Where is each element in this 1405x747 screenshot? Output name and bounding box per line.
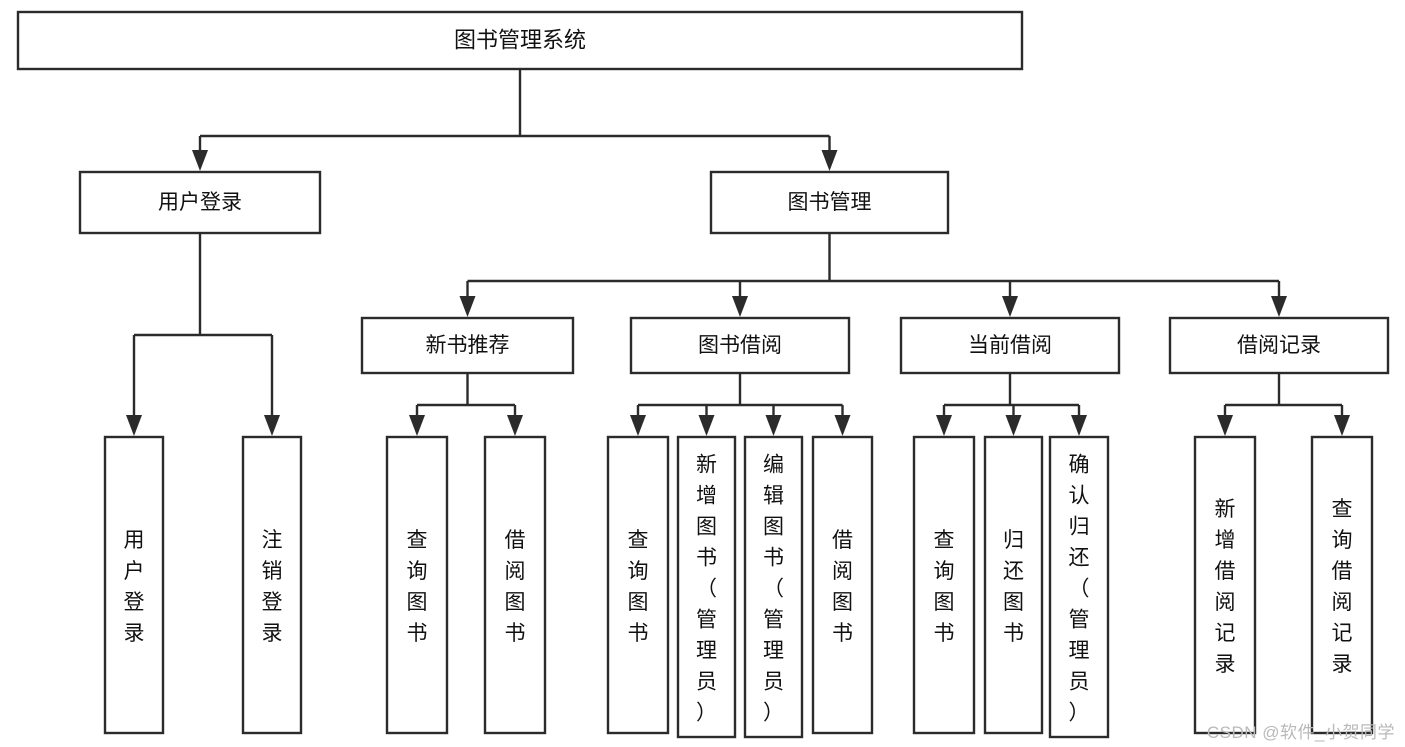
node-label-current-borrow: 当前借阅 xyxy=(968,334,1052,357)
node-box-book-borrow xyxy=(629,316,851,375)
node-box-leaf-add-record xyxy=(1193,435,1257,735)
node-box-leaf-query-book-2 xyxy=(606,435,670,735)
node-label-borrow-record: 借阅记录 xyxy=(1237,334,1321,357)
node-box-leaf-confirm-return xyxy=(1048,435,1110,739)
node-box-leaf-add-book xyxy=(676,435,737,739)
node-label-leaf-user-logout: 注销登录 xyxy=(262,529,283,645)
node-box-leaf-query-book-1 xyxy=(385,435,449,735)
node-new-book-recommend: 新书推荐 xyxy=(360,316,575,375)
node-label-leaf-add-record: 新增借阅记录 xyxy=(1215,498,1236,676)
node-layer: 图书管理系统用户登录图书管理新书推荐图书借阅当前借阅借阅记录用户登录注销登录查询… xyxy=(16,10,1390,739)
node-label-root: 图书管理系统 xyxy=(454,27,586,52)
node-leaf-add-book: 新增图书（管理员） xyxy=(676,435,737,739)
node-label-leaf-borrow-book-1: 借阅图书 xyxy=(505,529,526,645)
node-box-leaf-edit-book xyxy=(743,435,804,739)
node-box-current-borrow xyxy=(899,316,1121,375)
node-label-leaf-query-record: 查询借阅记录 xyxy=(1332,498,1353,676)
node-leaf-user-logout: 注销登录 xyxy=(241,435,303,735)
node-borrow-record: 借阅记录 xyxy=(1168,316,1390,375)
node-label-leaf-borrow-book-2: 借阅图书 xyxy=(832,529,853,645)
node-leaf-borrow-book-2: 借阅图书 xyxy=(811,435,874,735)
node-box-user-login xyxy=(78,170,322,235)
node-leaf-return-book: 归还图书 xyxy=(983,435,1044,735)
node-leaf-confirm-return: 确认归还（管理员） xyxy=(1048,435,1110,739)
node-box-leaf-borrow-book-1 xyxy=(483,435,547,735)
node-leaf-user-login: 用户登录 xyxy=(103,435,165,735)
node-label-leaf-query-book-2: 查询图书 xyxy=(628,529,649,645)
watermark: CSDN @软件_小贺同学 xyxy=(1206,723,1395,742)
node-label-leaf-query-book-3: 查询图书 xyxy=(934,529,955,645)
node-box-leaf-query-record xyxy=(1310,435,1374,735)
node-box-new-book-recommend xyxy=(360,316,575,375)
node-book-management: 图书管理 xyxy=(709,170,950,235)
node-box-leaf-user-logout xyxy=(241,435,303,735)
node-label-leaf-return-book: 归还图书 xyxy=(1003,529,1024,645)
node-book-borrow: 图书借阅 xyxy=(629,316,851,375)
node-label-book-management: 图书管理 xyxy=(788,191,872,214)
node-label-leaf-query-book-1: 查询图书 xyxy=(407,529,428,645)
node-root: 图书管理系统 xyxy=(16,10,1024,71)
node-label-new-book-recommend: 新书推荐 xyxy=(426,334,510,357)
node-leaf-query-record: 查询借阅记录 xyxy=(1310,435,1374,735)
node-box-root xyxy=(16,10,1024,71)
node-user-login: 用户登录 xyxy=(78,170,322,235)
node-leaf-query-book-3: 查询图书 xyxy=(912,435,976,735)
node-box-leaf-query-book-3 xyxy=(912,435,976,735)
node-current-borrow: 当前借阅 xyxy=(899,316,1121,375)
node-box-book-management xyxy=(709,170,950,235)
node-box-leaf-borrow-book-2 xyxy=(811,435,874,735)
node-label-leaf-add-book: 新增图书（管理员） xyxy=(696,454,717,725)
node-label-leaf-edit-book: 编辑图书（管理员） xyxy=(763,454,784,725)
node-label-user-login: 用户登录 xyxy=(158,191,242,214)
node-leaf-edit-book: 编辑图书（管理员） xyxy=(743,435,804,739)
node-box-leaf-return-book xyxy=(983,435,1044,735)
node-box-leaf-user-login xyxy=(103,435,165,735)
node-box-borrow-record xyxy=(1168,316,1390,375)
node-leaf-add-record: 新增借阅记录 xyxy=(1193,435,1257,735)
node-label-book-borrow: 图书借阅 xyxy=(698,334,782,357)
node-label-leaf-user-login: 用户登录 xyxy=(124,529,145,645)
node-leaf-borrow-book-1: 借阅图书 xyxy=(483,435,547,735)
node-leaf-query-book-1: 查询图书 xyxy=(385,435,449,735)
node-label-leaf-confirm-return: 确认归还（管理员） xyxy=(1069,454,1090,725)
node-leaf-query-book-2: 查询图书 xyxy=(606,435,670,735)
connector-layer xyxy=(126,69,1350,436)
